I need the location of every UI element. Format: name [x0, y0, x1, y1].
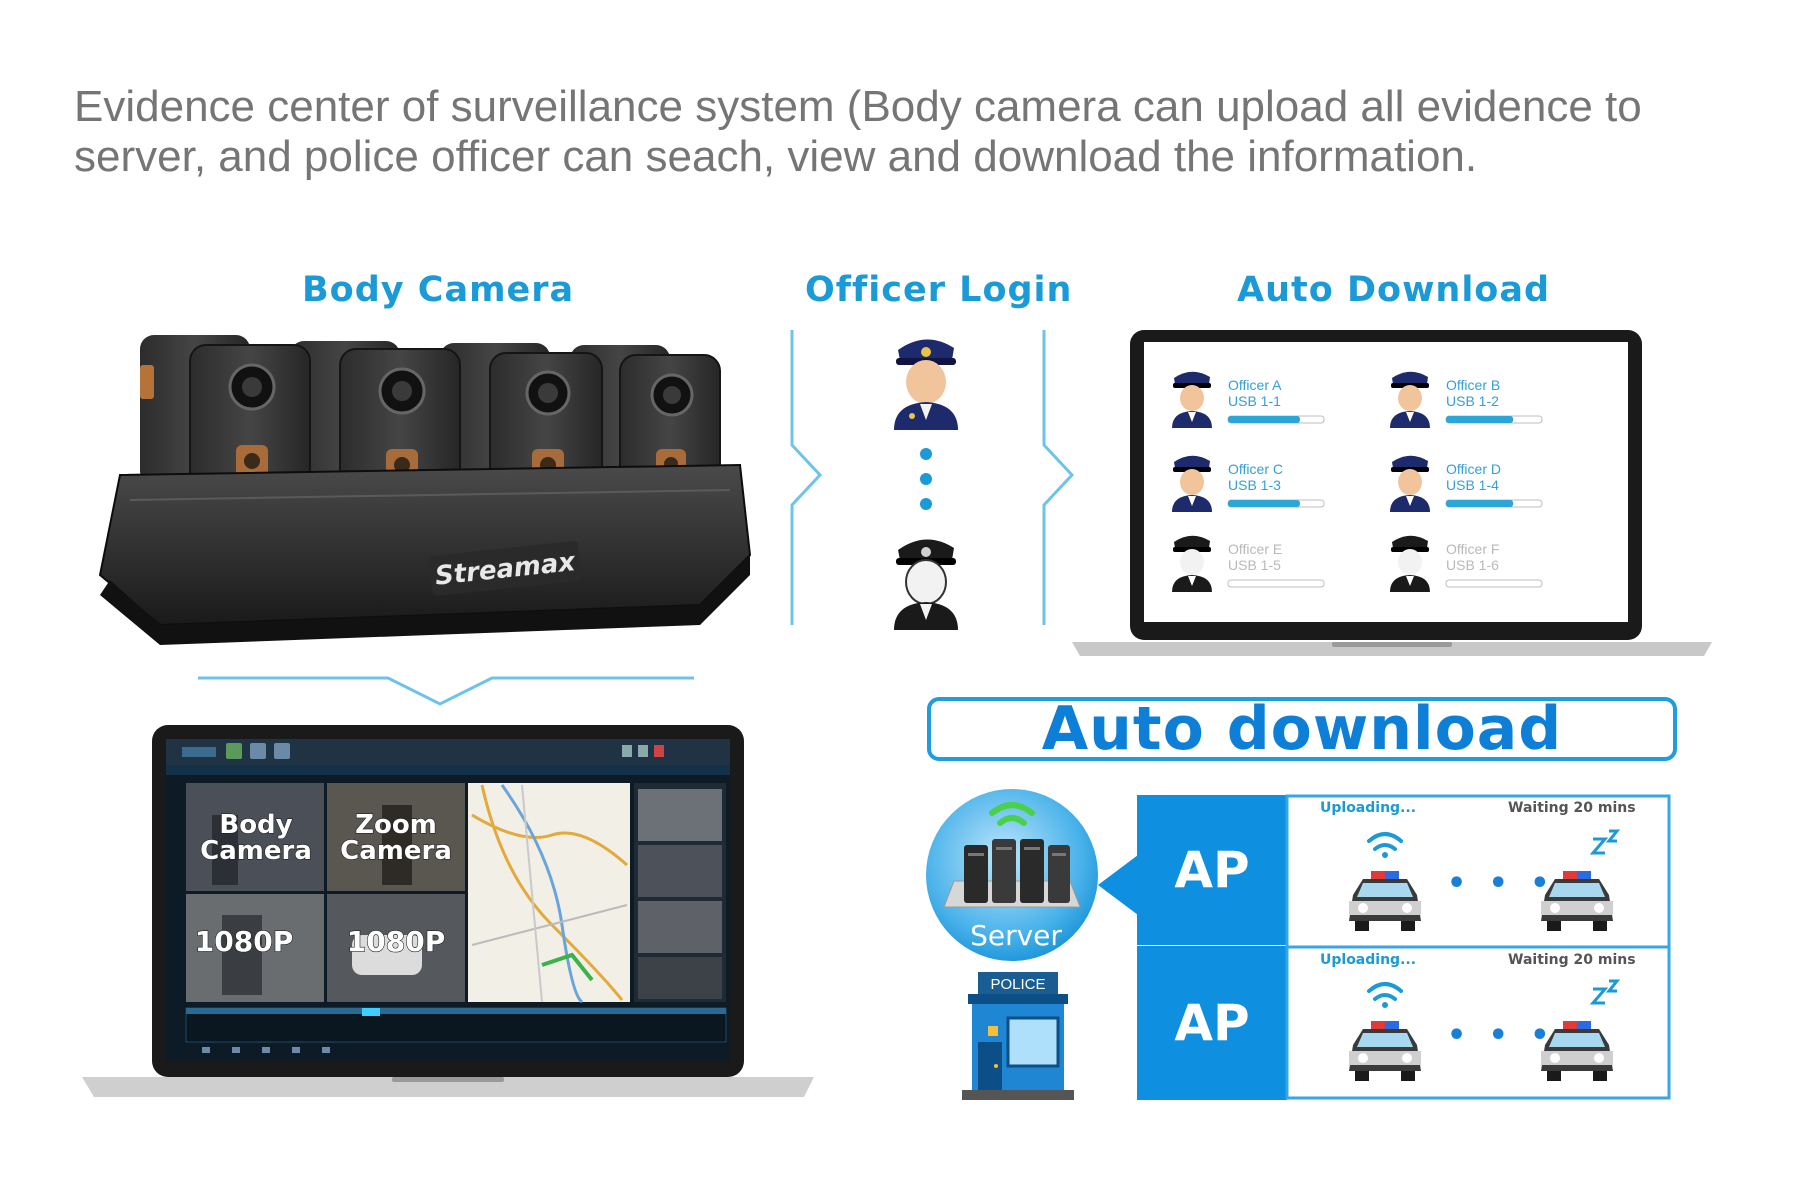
- police-car-icon: [1541, 871, 1613, 931]
- playback-laptop: Body Camera Zoom Camera 1080P 1080P: [82, 725, 814, 1097]
- officer-port: USB 1-5: [1228, 557, 1281, 573]
- body-camera-dock: Streamax: [98, 335, 752, 645]
- more-cars-dots: • • •: [1447, 866, 1556, 901]
- progress-track: [1227, 579, 1325, 588]
- auto-download-banner-text: Auto download: [1041, 694, 1563, 764]
- more-cars-dots: • • •: [1447, 1018, 1556, 1053]
- officer-port: USB 1-1: [1228, 393, 1281, 409]
- sleep-zz-icon: [1589, 979, 1621, 1005]
- chevron-right-icon: [1042, 330, 1075, 625]
- officer-port: USB 1-3: [1228, 477, 1281, 493]
- video-grid: Body Camera Zoom Camera 1080P 1080P: [186, 783, 465, 1002]
- police-officer-icon: [894, 339, 958, 430]
- section-title-officer-login: Officer Login: [805, 270, 1073, 310]
- tile-label: Body: [219, 810, 292, 840]
- server-icon: Server: [926, 789, 1098, 961]
- section-title-body-camera: Body Camera: [302, 270, 575, 310]
- tile-label: Camera: [340, 836, 452, 866]
- chevron-right-icon: [790, 330, 823, 625]
- tile-label: 1080P: [347, 925, 445, 958]
- sleep-zz-icon: [1589, 829, 1621, 855]
- server-label: Server: [970, 919, 1062, 952]
- officer-name: Officer B: [1446, 377, 1500, 393]
- tile-label: Zoom: [355, 810, 437, 840]
- progress-fill: [1228, 416, 1300, 423]
- tile-label: 1080P: [195, 925, 293, 958]
- intro-caption: Evidence center of surveillance system (…: [74, 82, 1642, 181]
- wifi-icon: [989, 802, 1035, 826]
- police-officer-icon: [1172, 371, 1212, 428]
- waiting-status: Waiting 20 mins: [1508, 952, 1636, 968]
- police-station-icon: POLICE: [962, 972, 1074, 1100]
- progress-fill: [1446, 416, 1514, 423]
- chevron-down-icon: [198, 676, 694, 706]
- police-officer-icon: [1172, 535, 1212, 592]
- wifi-icon: [1367, 982, 1403, 1001]
- ap-block: AP: [1137, 946, 1287, 1100]
- ap-label: AP: [1174, 994, 1250, 1052]
- police-officer-icon: [1390, 535, 1430, 592]
- police-officer-icon: [894, 539, 958, 630]
- pointer-triangle: [1098, 855, 1138, 915]
- tile-label: Camera: [200, 836, 312, 866]
- officer-name: Officer E: [1228, 541, 1282, 557]
- officer-name: Officer D: [1446, 461, 1501, 477]
- police-station-sign: POLICE: [990, 976, 1045, 993]
- ap-label: AP: [1174, 841, 1250, 899]
- wifi-icon: [1367, 832, 1403, 851]
- police-officer-icon: [1172, 455, 1212, 512]
- officer-port: USB 1-6: [1446, 557, 1499, 573]
- uploading-status: Uploading...: [1320, 800, 1417, 816]
- police-car-icon: [1541, 1021, 1613, 1081]
- progress-fill: [1228, 500, 1300, 507]
- progress-track: [1445, 579, 1543, 588]
- officer-login-column: [790, 330, 1075, 630]
- officer-name: Officer F: [1446, 541, 1499, 557]
- section-title-auto-download: Auto Download: [1237, 270, 1551, 310]
- download-screen: [1144, 342, 1628, 622]
- auto-download-banner: Auto download: [927, 697, 1677, 761]
- police-car-icon: [1349, 1021, 1421, 1081]
- server-rack-icon: [964, 839, 1070, 903]
- officer-port: USB 1-4: [1446, 477, 1499, 493]
- map-panel: [468, 783, 630, 1004]
- ap-cars: [1349, 829, 1621, 1081]
- police-car-icon: [1349, 871, 1421, 931]
- police-officer-icon: [1390, 371, 1430, 428]
- police-officer-icon: [1390, 455, 1430, 512]
- officer-name: Officer C: [1228, 461, 1283, 477]
- waiting-status: Waiting 20 mins: [1508, 800, 1636, 816]
- officer-name: Officer A: [1228, 377, 1282, 393]
- uploading-status: Uploading...: [1320, 952, 1417, 968]
- officer-port: USB 1-2: [1446, 393, 1499, 409]
- ap-block: AP: [1137, 795, 1287, 945]
- progress-fill: [1446, 500, 1514, 507]
